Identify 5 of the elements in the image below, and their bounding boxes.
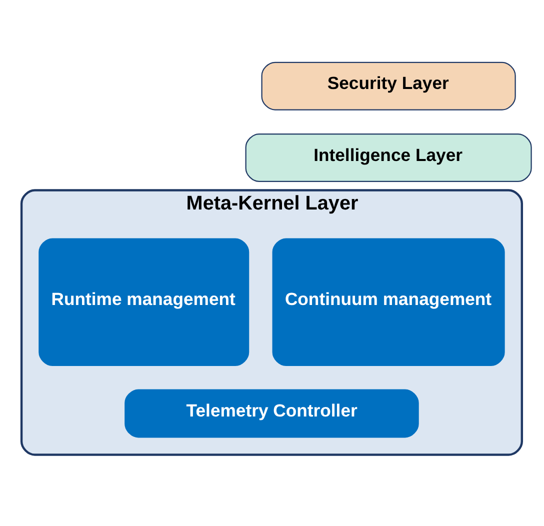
node-box: Telemetry Controller bbox=[124, 389, 419, 438]
node-box: Runtime management bbox=[38, 238, 250, 366]
node-box: Continuum management bbox=[272, 238, 505, 366]
node-box: Intelligence Layer bbox=[245, 134, 532, 182]
node-box: Security Layer bbox=[261, 62, 516, 110]
